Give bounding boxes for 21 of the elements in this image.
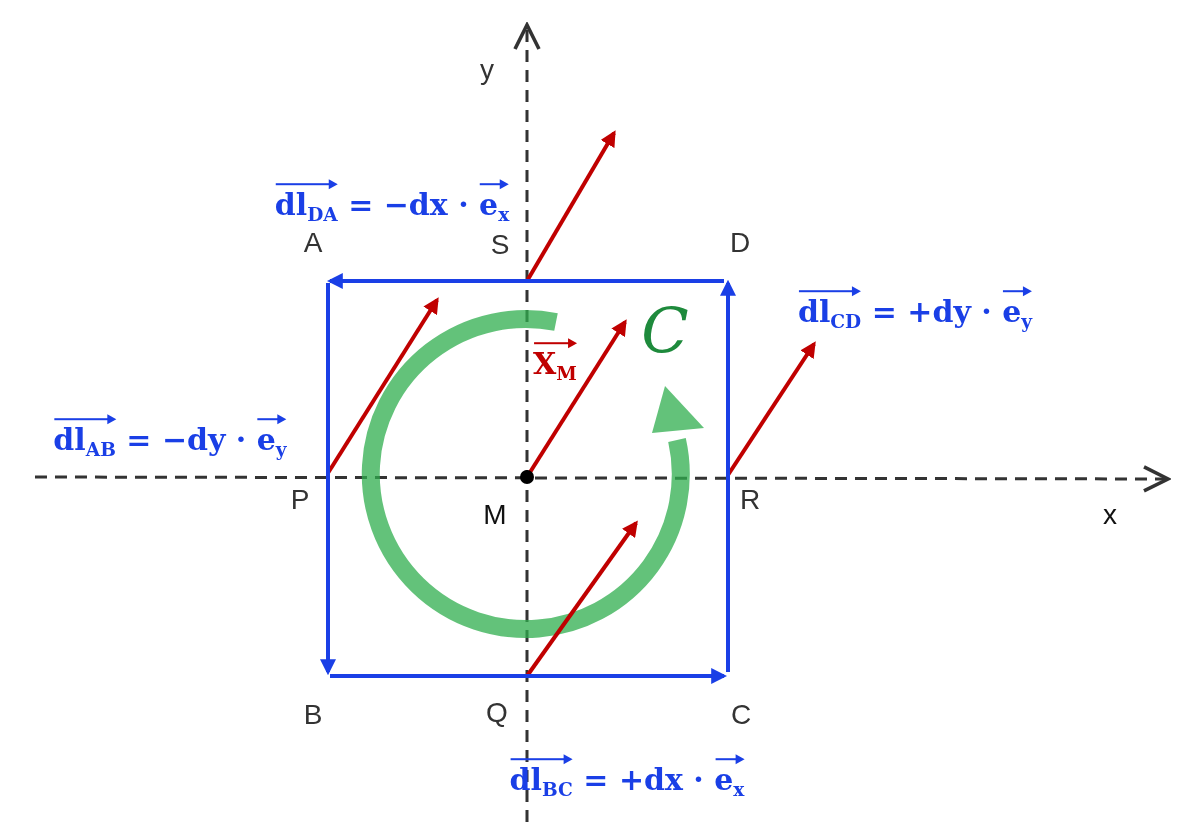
point-label: Q <box>486 697 508 729</box>
point-label: R <box>739 484 761 516</box>
point-label: P <box>290 484 310 516</box>
equation-label: dl$_{BC}$ = +dx · e$_{x}$ <box>509 756 745 800</box>
vertex-label: B <box>296 672 330 730</box>
point-label: S <box>490 229 510 261</box>
arrow <box>326 273 724 289</box>
curve-label: C <box>641 293 689 367</box>
vertex-label: C <box>724 672 758 730</box>
arrow <box>330 668 728 684</box>
vertex-label: D <box>724 228 756 283</box>
equation-label: dl$_{CD}$ = +dy · e$_{y}$ <box>797 288 1033 332</box>
axis-label: x <box>1103 499 1117 531</box>
arrow <box>720 279 736 672</box>
arrow <box>320 283 336 676</box>
equation-label: dl$_{DA}$ = −dx · e$_{x}$ <box>274 181 510 225</box>
vector-label: X$_{M}$ <box>533 340 577 384</box>
axis-label: y <box>480 54 494 86</box>
point-label: M <box>483 499 507 531</box>
vertex-label: A <box>296 228 330 283</box>
equation-label: dl$_{AB}$ = −dy · e$_{y}$ <box>53 416 287 460</box>
